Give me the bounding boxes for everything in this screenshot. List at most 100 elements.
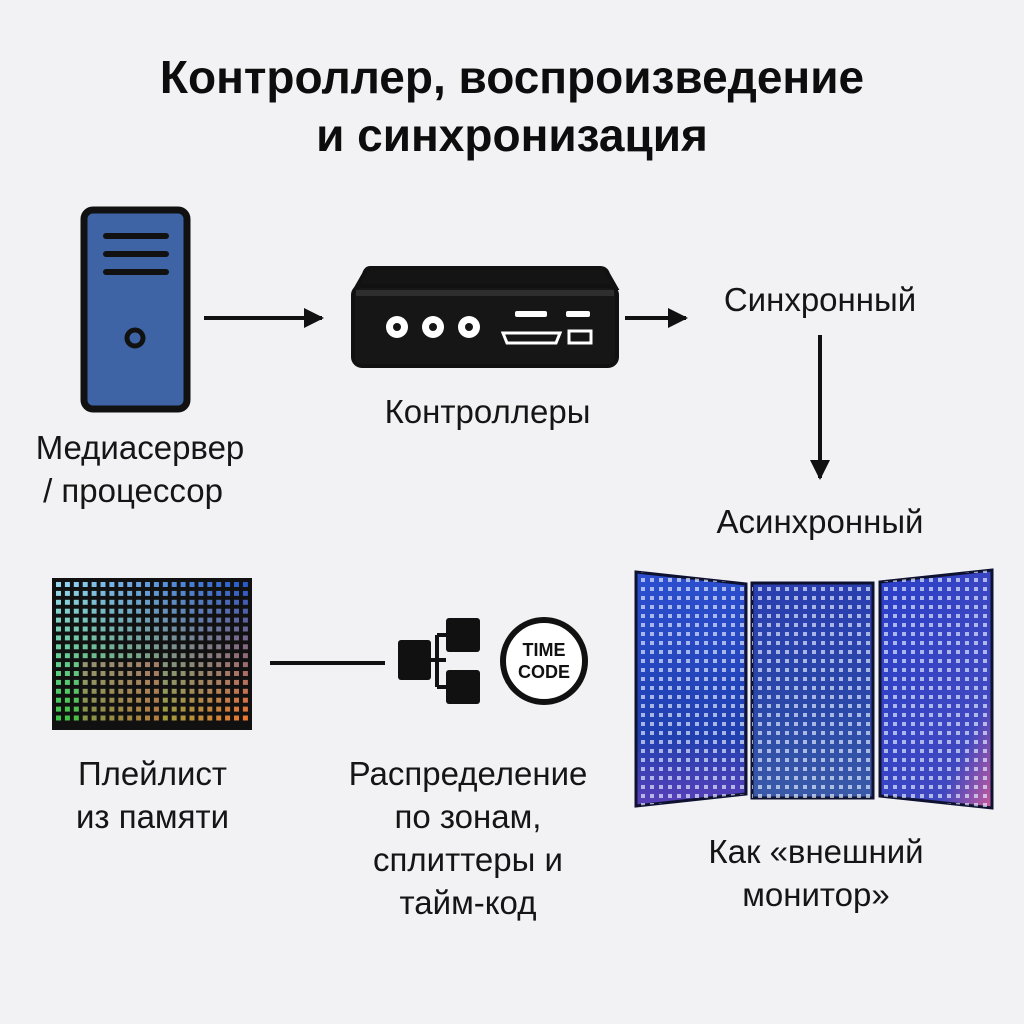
- led-matrix-pixel: [91, 608, 97, 614]
- led-matrix-pixel: [162, 679, 168, 685]
- led-matrix-pixel: [82, 590, 88, 596]
- led-matrix-pixel: [242, 590, 248, 596]
- led-matrix-pixel: [207, 653, 213, 659]
- led-matrix-pixel: [162, 617, 168, 623]
- led-matrix-pixel: [216, 582, 222, 587]
- label-async: Асинхронный: [716, 503, 924, 540]
- led-matrix-pixel: [162, 671, 168, 676]
- led-matrix-pixel: [56, 599, 61, 605]
- led-matrix-pixel: [225, 706, 231, 712]
- led-matrix-pixel: [162, 590, 168, 596]
- led-matrix-pixel: [136, 706, 142, 712]
- led-matrix-pixel: [56, 706, 61, 712]
- led-matrix-pixel: [145, 626, 150, 632]
- led-matrix-pixel: [171, 653, 177, 659]
- led-matrix-pixel: [198, 688, 204, 694]
- led-matrix-pixel: [171, 590, 177, 596]
- led-matrix-pixel: [198, 599, 204, 605]
- led-matrix-pixel: [153, 608, 159, 614]
- led-matrix-pixel: [153, 644, 159, 650]
- led-matrix-pixel: [234, 582, 239, 587]
- led-matrix-pixel: [100, 653, 106, 659]
- led-matrix-pixel: [234, 590, 239, 596]
- led-matrix-pixel: [162, 688, 168, 694]
- led-matrix-pixel: [189, 608, 195, 614]
- led-matrix-pixel: [56, 671, 61, 676]
- led-matrix-pixel: [100, 697, 106, 703]
- led-matrix-pixel: [100, 644, 106, 650]
- led-matrix-pixel: [180, 706, 186, 712]
- led-matrix-pixel: [100, 626, 106, 632]
- led-matrix-pixel: [242, 706, 248, 712]
- led-matrix-pixel: [82, 715, 88, 721]
- led-matrix-pixel: [82, 626, 88, 632]
- server-tower-icon: [80, 206, 191, 413]
- led-matrix-pixel: [127, 590, 133, 596]
- led-matrix-pixel: [145, 715, 150, 721]
- led-matrix-pixel: [225, 653, 231, 659]
- led-matrix-pixel: [109, 635, 115, 641]
- led-matrix-pixel: [216, 671, 222, 676]
- led-matrix-pixel: [145, 617, 150, 623]
- led-matrix-pixel: [73, 644, 79, 650]
- led-matrix-pixel: [136, 599, 142, 605]
- led-matrix-pixel: [198, 679, 204, 685]
- led-matrix-pixel: [82, 608, 88, 614]
- led-matrix-pixel: [180, 644, 186, 650]
- led-matrix-pixel: [64, 715, 70, 721]
- led-matrix-pixel: [56, 679, 61, 685]
- led-matrix-pixel: [180, 688, 186, 694]
- led-matrix-pixel: [162, 644, 168, 650]
- led-matrix-pixel: [216, 617, 222, 623]
- label-distribution-line-2: по зонам,: [394, 798, 542, 835]
- led-matrix-pixel: [56, 697, 61, 703]
- led-matrix-pixel: [91, 715, 97, 721]
- led-matrix-pixel: [216, 706, 222, 712]
- led-matrix-pixel: [109, 688, 115, 694]
- led-matrix-pixel: [82, 599, 88, 605]
- led-matrix-pixel: [145, 706, 150, 712]
- led-matrix-pixel: [180, 617, 186, 623]
- led-matrix-pixel: [145, 644, 150, 650]
- led-matrix-pixel: [64, 706, 70, 712]
- led-matrix-pixel: [136, 671, 142, 676]
- led-matrix-pixel: [234, 671, 239, 676]
- led-matrix-pixel: [73, 706, 79, 712]
- label-media-server-line-1: Медиасервер: [35, 429, 245, 466]
- led-matrix-pixel: [180, 626, 186, 632]
- label-external-monitor-line-1: Как «внешний: [708, 833, 924, 870]
- led-matrix-pixel: [118, 626, 124, 632]
- led-matrix-pixel: [118, 599, 124, 605]
- led-matrix-pixel: [136, 608, 142, 614]
- led-matrix-pixel: [171, 599, 177, 605]
- led-matrix-pixel: [225, 697, 231, 703]
- led-matrix-pixel: [145, 697, 150, 703]
- led-matrix-pixel: [242, 617, 248, 623]
- led-matrix-pixel: [162, 626, 168, 632]
- led-matrix-pixel: [56, 635, 61, 641]
- led-matrix-pixel: [189, 626, 195, 632]
- led-matrix-pixel: [64, 697, 70, 703]
- led-matrix-pixel: [180, 697, 186, 703]
- led-matrix-pixel: [189, 679, 195, 685]
- led-matrix-pixel: [73, 671, 79, 676]
- led-matrix-pixel: [242, 626, 248, 632]
- led-matrix-pixel: [136, 715, 142, 721]
- label-playlist-line-2: из памяти: [75, 798, 230, 835]
- label-controllers: Контроллеры: [384, 393, 591, 430]
- led-matrix-pixel: [91, 688, 97, 694]
- led-matrix-pixel: [100, 662, 106, 668]
- led-matrix-pixel: [100, 671, 106, 676]
- led-matrix-pixel: [171, 688, 177, 694]
- led-matrix-pixel: [153, 697, 159, 703]
- led-matrix-pixel: [180, 715, 186, 721]
- led-matrix-pixel: [198, 608, 204, 614]
- led-panel-center: [750, 581, 875, 800]
- led-matrix-pixel: [91, 590, 97, 596]
- led-matrix-pixel: [127, 617, 133, 623]
- led-matrix-pixel: [127, 608, 133, 614]
- led-matrix-pixel: [64, 608, 70, 614]
- led-matrix-pixel: [198, 671, 204, 676]
- led-matrix-pixel: [64, 653, 70, 659]
